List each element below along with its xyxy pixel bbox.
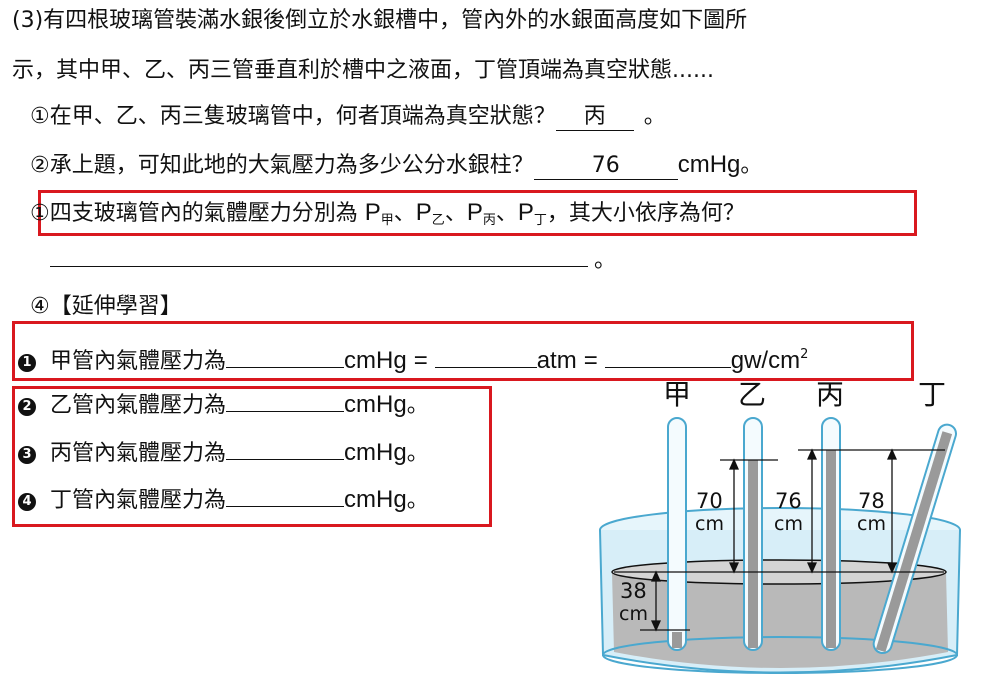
q3-end: 。 (594, 248, 617, 273)
q2-end: 。 (740, 153, 763, 178)
q2-answer: 76 (591, 153, 620, 178)
item2-end: 。 (406, 393, 429, 418)
unit-38: cm (619, 603, 648, 625)
item1-unit-cmhg: cmHg (344, 347, 407, 374)
q1-answer-blank[interactable]: 丙 (555, 104, 634, 131)
label-bing: 丙 (816, 378, 844, 411)
height-38: 38 (620, 579, 647, 603)
item3-blank[interactable] (226, 459, 345, 460)
q3-answer-blank[interactable] (50, 266, 588, 267)
tube-yi-mercury (748, 460, 758, 648)
item2-text: 乙管內氣體壓力為 (50, 393, 227, 418)
item1-blank-gw[interactable] (604, 367, 731, 368)
item3-text: 丙管內氣體壓力為 (50, 441, 227, 466)
item1-unit-gw: gw/cm (730, 347, 801, 374)
trough-bottom (602, 636, 958, 674)
sep: 、 (495, 201, 518, 226)
sep: 、 (444, 201, 467, 226)
item1-text: 甲管內氣體壓力為 (50, 349, 227, 374)
q4-item-3: 3 丙管內氣體壓力為 cmHg。 (18, 438, 429, 469)
p-symbol: P (364, 199, 381, 226)
label-yi: 乙 (738, 378, 766, 411)
q3-answer-line: 。 (50, 246, 616, 276)
p-sub-jia: 甲 (380, 213, 394, 228)
item2-blank[interactable] (226, 411, 345, 412)
item4-text: 丁管內氣體壓力為 (50, 488, 227, 513)
height-78: 78 (858, 489, 885, 513)
item4-blank[interactable] (226, 506, 345, 507)
unit-70: cm (695, 513, 724, 535)
item1-blank-cmhg[interactable] (226, 367, 345, 368)
tube-jia-mercury (672, 632, 682, 648)
q4-title: ④【延伸學習】 (30, 294, 182, 319)
question-line-1: (3)有四根玻璃管裝滿水銀後倒立於水銀槽中，管內外的水銀面高度如下圖所 (12, 8, 748, 33)
q1-text: ①在甲、乙、丙三隻玻璃管中，何者頂端為真空狀態？ (30, 104, 556, 129)
bullet-2: 2 (18, 398, 36, 416)
q4-item-2: 2 乙管內氣體壓力為 cmHg。 (18, 390, 429, 421)
item3-end: 。 (406, 441, 429, 466)
item4-unit: cmHg (344, 486, 407, 513)
item1-eq-1: = (413, 347, 428, 374)
question-line-2: 示，其中甲、乙、丙三管垂直利於槽中之液面，丁管頂端為真空狀態...... (12, 58, 714, 83)
p-symbol: P (466, 199, 483, 226)
unit-76: cm (774, 513, 803, 535)
item1-unit-sup: 2 (800, 347, 809, 362)
item1-blank-atm[interactable] (434, 367, 537, 368)
height-76: 76 (775, 489, 802, 513)
trough-mercury (612, 572, 948, 668)
q3-prefix: ①四支玻璃管內的氣體壓力分別為 (30, 201, 358, 226)
p-symbol: P (517, 199, 534, 226)
highlight-box-q3 (38, 190, 917, 236)
q1-end: 。 (643, 104, 666, 129)
p-symbol: P (415, 199, 432, 226)
highlight-box-item1 (12, 321, 914, 381)
q1-answer: 丙 (583, 104, 606, 129)
item2-unit: cmHg (344, 391, 407, 418)
tube-ding (872, 423, 957, 655)
q4-item-1: 1 甲管內氣體壓力為 cmHg = atm = gw/cm2 (18, 340, 808, 377)
q2: ②承上題，可知此地的大氣壓力為多少公分水銀柱？ 76 cmHg。 (30, 150, 762, 181)
q2-answer-blank[interactable]: 76 (533, 153, 678, 180)
highlight-box-items-2-4 (12, 386, 492, 527)
sep: 、 (393, 201, 416, 226)
p-sub-bing: 丙 (482, 213, 496, 228)
q2-text: ②承上題，可知此地的大氣壓力為多少公分水銀柱？ (30, 153, 534, 178)
bullet-4: 4 (18, 493, 36, 511)
q4-item-4: 4 丁管內氣體壓力為 cmHg。 (18, 485, 429, 516)
tube-bing-mercury (826, 450, 836, 648)
item1-unit-atm: atm (536, 347, 577, 374)
q3: ①四支玻璃管內的氣體壓力分別為 P甲、P乙、P丙、P丁，其大小依序為何？ (30, 198, 745, 236)
label-ding: 丁 (918, 378, 946, 411)
p-sub-yi: 乙 (431, 213, 445, 228)
item4-end: 。 (406, 488, 429, 513)
label-jia: 甲 (663, 378, 691, 411)
bullet-3: 3 (18, 446, 36, 464)
height-70: 70 (696, 489, 723, 513)
q2-unit: cmHg (677, 151, 741, 178)
p-sub-ding: 丁 (533, 213, 547, 228)
bullet-1: 1 (18, 354, 36, 372)
q1: ①在甲、乙、丙三隻玻璃管中，何者頂端為真空狀態？ 丙 。 (30, 102, 666, 132)
item3-unit: cmHg (344, 439, 407, 466)
item1-eq-2: = (583, 347, 598, 374)
unit-78: cm (857, 513, 886, 535)
q3-suffix: ，其大小依序為何？ (546, 201, 745, 226)
tube-jia (667, 417, 687, 651)
